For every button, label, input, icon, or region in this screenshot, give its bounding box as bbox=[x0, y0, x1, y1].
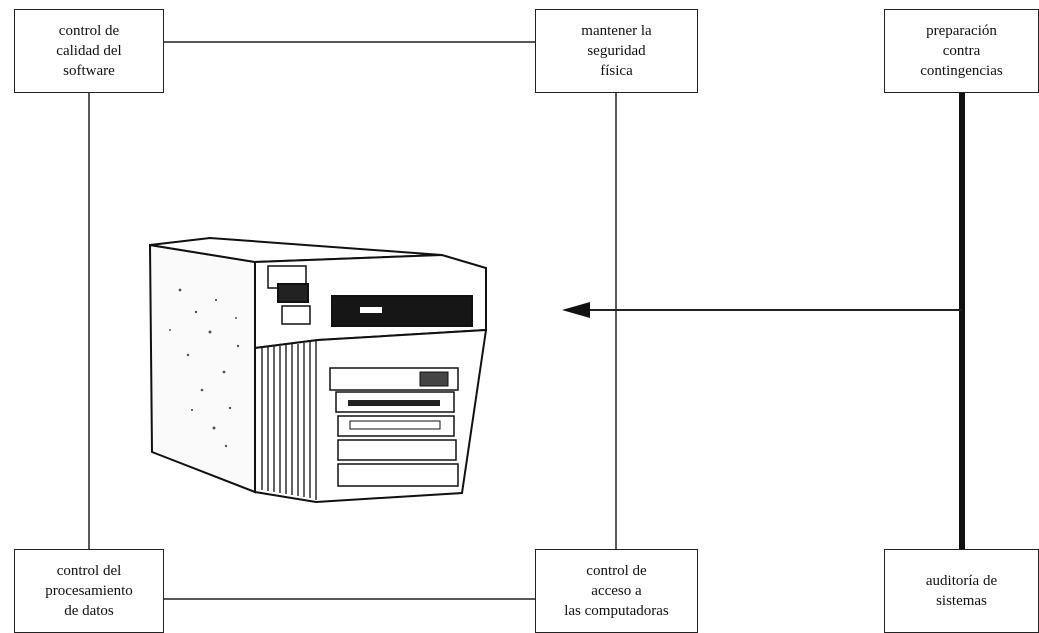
node-physical-security: mantener la seguridad física bbox=[535, 9, 698, 93]
node-software-quality-control: control de calidad del software bbox=[14, 9, 164, 93]
node-computer-access-control: control de acceso a las computadoras bbox=[535, 549, 698, 633]
node-data-processing-control: control del procesamiento de datos bbox=[14, 549, 164, 633]
node-systems-audit: auditoría de sistemas bbox=[884, 549, 1039, 633]
node-contingency-preparation: preparación contra contingencias bbox=[884, 9, 1039, 93]
arrowhead-icon bbox=[562, 302, 590, 318]
computer-server-icon bbox=[150, 238, 486, 502]
